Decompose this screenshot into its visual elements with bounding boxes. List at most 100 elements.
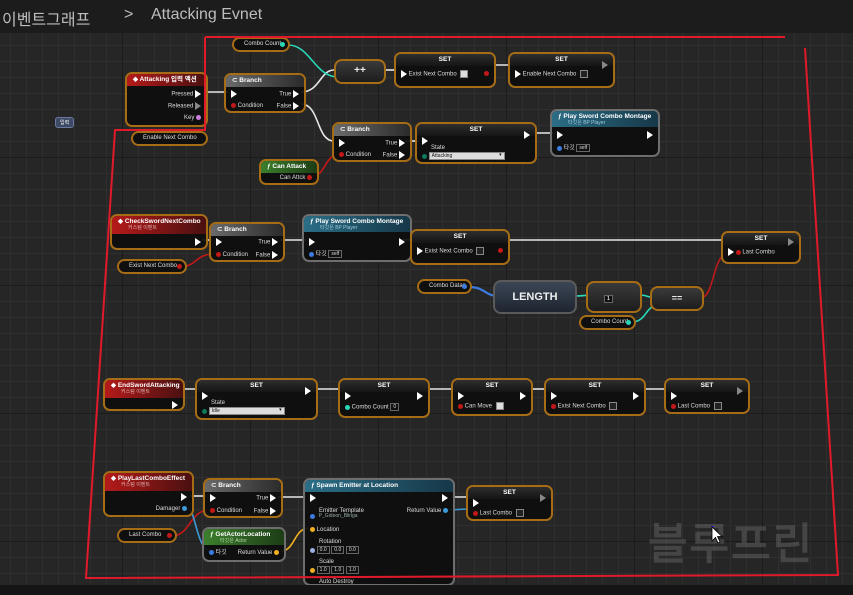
true-pin[interactable]: True xyxy=(385,139,405,148)
exec-in-pin[interactable] xyxy=(339,139,345,148)
bool-pin-icon[interactable] xyxy=(167,533,172,538)
exec-out-pin[interactable] xyxy=(540,494,546,503)
scale-x-field[interactable]: 1.0 xyxy=(316,566,330,574)
rotation-x-field[interactable]: 0.0 xyxy=(316,546,330,554)
return-value-pin[interactable]: Return Value xyxy=(407,507,448,515)
exec-in-pin[interactable] xyxy=(345,392,351,401)
set-row[interactable]: Enable Next Combo xyxy=(515,70,589,79)
self-field[interactable]: self xyxy=(576,144,591,152)
branch-node-1[interactable]: ⊂ Branch True Condition False xyxy=(224,73,306,113)
subtract-node[interactable]: 1 xyxy=(586,281,642,313)
false-pin[interactable]: False xyxy=(254,507,276,516)
set-enable-next-combo-node[interactable]: SET Enable Next Combo xyxy=(508,52,615,88)
exist-next-combo-getter[interactable]: Exist Next Combo xyxy=(117,259,187,274)
checkbox-checked[interactable]: ✓ xyxy=(495,402,504,410)
length-node[interactable]: LENGTH xyxy=(493,280,577,314)
set-exist-next-combo-node[interactable]: SET Exist Next Combo ✓ xyxy=(394,52,496,88)
condition-pin[interactable]: Condition xyxy=(216,251,248,259)
location-pin[interactable]: Location xyxy=(310,526,339,534)
set-row[interactable]: Exist Next Combo ✓ xyxy=(401,70,469,79)
attacking-input-action-node[interactable]: ◆ Attacking 입력 액션 Pressed Released Key xyxy=(125,72,208,127)
target-pin[interactable]: 타깃 xyxy=(209,549,227,557)
state-value[interactable]: Idle xyxy=(202,407,285,416)
checkbox-unchecked[interactable] xyxy=(580,70,589,78)
damager-pin[interactable]: Damager xyxy=(156,505,187,513)
exec-out-pin[interactable] xyxy=(417,392,423,401)
rotation-y-field[interactable]: 0.0 xyxy=(331,546,345,554)
exec-out-pin[interactable] xyxy=(181,493,187,502)
branch-node-4[interactable]: ⊂ Branch True Condition False xyxy=(203,478,283,518)
last-combo-pin[interactable]: Last Combo xyxy=(473,509,524,518)
pressed-pin[interactable]: Pressed xyxy=(171,90,201,99)
exec-in-pin[interactable] xyxy=(422,137,428,146)
equals-node[interactable]: == xyxy=(650,286,704,311)
exec-out-pin[interactable] xyxy=(484,70,489,78)
exec-out-pin[interactable] xyxy=(442,494,448,503)
target-pin[interactable]: 타깃 self xyxy=(309,250,343,259)
self-field[interactable]: self xyxy=(328,250,343,258)
combo-datas-getter[interactable]: Combo Datas xyxy=(417,279,472,294)
int-pin[interactable] xyxy=(626,320,631,325)
input-tag[interactable]: 입력 xyxy=(55,117,75,128)
set-last-combo-node-1[interactable]: SET Last Combo xyxy=(721,231,801,264)
exec-out-pin[interactable] xyxy=(737,387,743,396)
key-pin[interactable]: Key xyxy=(184,114,201,122)
target-pin[interactable]: 타깃 self xyxy=(557,144,591,153)
scale-z-field[interactable]: 1.0 xyxy=(345,566,359,574)
false-pin[interactable]: False xyxy=(383,151,405,160)
last-combo-getter[interactable]: Last Combo xyxy=(117,528,177,543)
breadcrumb-event-graph[interactable]: 이벤트그래프 xyxy=(2,12,91,29)
exec-out-pin[interactable] xyxy=(195,238,201,247)
set-exist-next-combo-node-3[interactable]: SET Exist Next Combo xyxy=(544,378,646,416)
increment-node[interactable]: ++ xyxy=(334,59,386,84)
state-pin[interactable]: State xyxy=(211,399,225,407)
set-row[interactable]: Last Combo xyxy=(728,248,775,257)
array-pin-icon[interactable] xyxy=(462,284,467,289)
exec-in-pin[interactable] xyxy=(202,392,208,401)
rotation-z-field[interactable]: 0.0 xyxy=(345,546,359,554)
condition-pin[interactable]: Condition xyxy=(339,151,371,159)
checkbox-unchecked[interactable] xyxy=(476,247,485,255)
state-value[interactable]: Attacking xyxy=(422,152,505,161)
set-exist-next-combo-node-2[interactable]: SET Exist Next Combo xyxy=(410,229,510,265)
int-pin[interactable] xyxy=(280,42,285,47)
set-state-idle-node[interactable]: SET State Idle xyxy=(195,378,318,420)
combo-count-pin[interactable]: Combo Count 0 xyxy=(345,403,400,412)
exec-in-pin[interactable] xyxy=(557,131,563,140)
exec-in-pin[interactable] xyxy=(309,238,315,247)
last-combo-pin[interactable]: Last Combo xyxy=(671,402,722,411)
combo-count-getter-2[interactable]: Combo Count xyxy=(579,315,636,330)
exec-in-pin[interactable] xyxy=(216,238,222,247)
exec-in-pin[interactable] xyxy=(551,392,557,401)
can-attack-function-node[interactable]: ƒ Can Attack Can Attck xyxy=(259,159,319,185)
combo-count-getter[interactable]: Combo Count xyxy=(232,37,290,52)
exec-in-pin[interactable] xyxy=(458,392,464,401)
state-dropdown[interactable]: Attacking xyxy=(428,152,505,160)
set-row[interactable]: Exist Next Combo xyxy=(417,247,485,256)
exec-out-pin[interactable] xyxy=(520,392,526,401)
exec-out-pin[interactable] xyxy=(172,401,178,409)
can-move-pin[interactable]: Can Move ✓ xyxy=(458,402,504,411)
emitter-template-field[interactable]: P_Gideon_Blinga xyxy=(318,513,358,520)
condition-pin[interactable]: Condition xyxy=(231,102,263,110)
state-dropdown[interactable]: Idle xyxy=(208,407,285,415)
exec-in-pin[interactable] xyxy=(310,494,316,503)
emitter-template-pin[interactable]: P_Gideon_Blinga xyxy=(310,513,360,521)
released-pin[interactable]: Released xyxy=(168,102,201,111)
can-attack-out-pin[interactable]: Can Attck xyxy=(280,174,312,182)
set-can-move-node[interactable]: SET Can Move ✓ xyxy=(451,378,533,416)
true-pin[interactable]: True xyxy=(256,494,276,503)
return-value-pin[interactable]: Return Value xyxy=(238,549,279,557)
false-pin[interactable]: False xyxy=(256,251,278,260)
subtract-value-field[interactable]: 1 xyxy=(604,295,613,303)
exec-out-pin[interactable] xyxy=(647,131,653,140)
exec-in-pin[interactable] xyxy=(473,499,479,508)
exec-out-pin[interactable] xyxy=(602,61,608,70)
branch-node-3[interactable]: ⊂ Branch True Condition False xyxy=(209,222,285,262)
set-last-combo-node-3[interactable]: SET Last Combo xyxy=(466,485,553,521)
